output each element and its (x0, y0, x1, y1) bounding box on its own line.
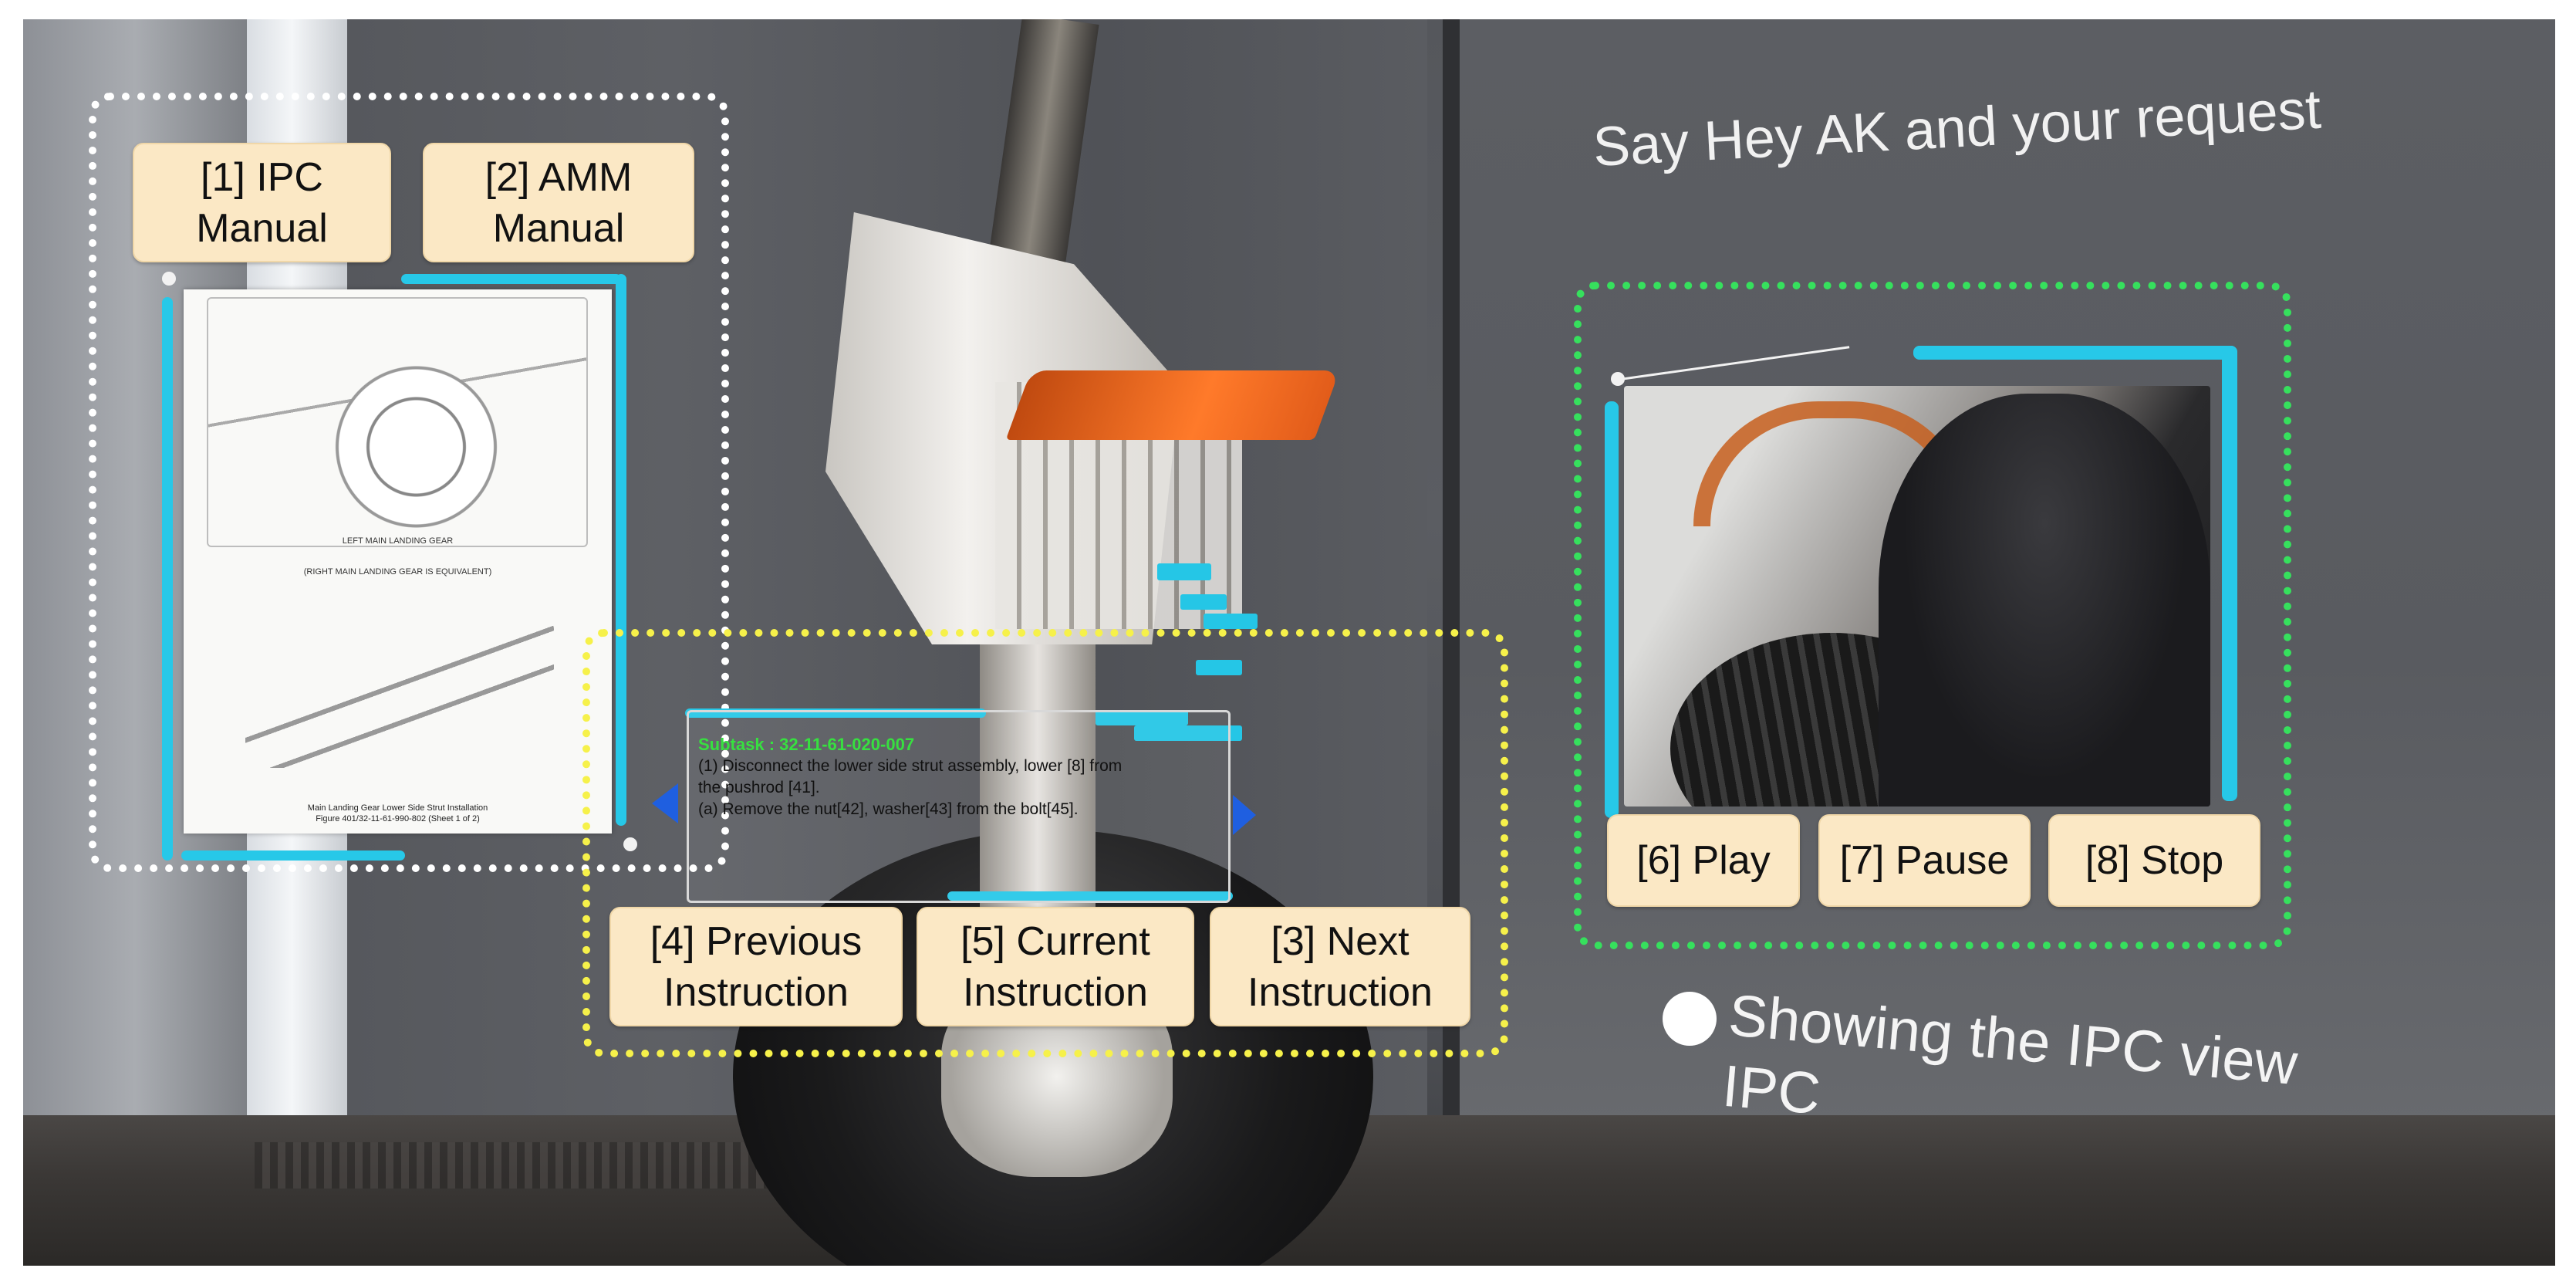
instruction-line: (1) Disconnect the lower side strut asse… (698, 757, 1123, 775)
task-frame-bottom (947, 891, 1233, 901)
video-frame-left (1605, 401, 1619, 818)
instruction-line: (a) Remove the nut[42], washer[43] from … (698, 800, 1079, 818)
pause-button[interactable]: [7] Pause (1818, 814, 2031, 907)
video-frame-right (2222, 346, 2237, 801)
video-content (1879, 394, 2210, 807)
task-instruction-panel: Subtask : 32-11-61-020-007 (1) Disconnec… (687, 710, 1231, 903)
next-instruction-button[interactable]: [3] Next Instruction (1210, 907, 1470, 1026)
amm-manual-button[interactable]: [2] AMM Manual (423, 143, 694, 262)
ipc-manual-button[interactable]: [1] IPC Manual (133, 143, 391, 262)
ipc-illustration (207, 297, 588, 547)
play-button[interactable]: [6] Play (1607, 814, 1800, 907)
voice-status-dot-icon (1663, 992, 1717, 1046)
next-arrow-icon[interactable] (1233, 795, 1256, 835)
instructions-group-frame (582, 629, 1508, 1057)
video-frame-top (1913, 346, 2237, 360)
instruction-line: the pushrod [41]. (698, 779, 820, 796)
ipc-document-page: LEFT MAIN LANDING GEAR (RIGHT MAIN LANDI… (184, 289, 612, 834)
video-group-frame (1574, 282, 2291, 949)
previous-arrow-icon[interactable] (652, 783, 678, 823)
panel-frame-right (616, 274, 626, 826)
panel-anchor (162, 272, 176, 286)
ipc-figure-title: LEFT MAIN LANDING GEAR (342, 536, 454, 546)
maintenance-video[interactable] (1624, 386, 2210, 807)
ipc-strut-illustration (245, 621, 554, 768)
ipc-figure-subtitle: (RIGHT MAIN LANDING GEAR IS EQUIVALENT) (303, 567, 492, 577)
part-marker (1180, 594, 1227, 610)
current-instruction-button[interactable]: [5] Current Instruction (917, 907, 1194, 1026)
part-marker (1134, 725, 1242, 741)
stop-button[interactable]: [8] Stop (2048, 814, 2260, 907)
previous-instruction-button[interactable]: [4] Previous Instruction (609, 907, 903, 1026)
part-marker (1204, 614, 1258, 629)
video-anchor (1611, 372, 1625, 386)
part-marker (1096, 710, 1188, 725)
panel-frame-bottom (181, 850, 405, 861)
manuals-group-frame (89, 93, 729, 872)
panel-anchor (623, 837, 637, 851)
highlighted-part-hologram (1005, 370, 1340, 440)
part-marker (1196, 660, 1242, 675)
panel-frame-top (401, 274, 621, 284)
part-marker (1157, 563, 1211, 580)
subtask-title: Subtask : 32-11-61-020-007 (698, 735, 915, 754)
ipc-figure-caption: Main Landing Gear Lower Side Strut Insta… (307, 803, 488, 823)
panel-frame-left (162, 297, 173, 861)
